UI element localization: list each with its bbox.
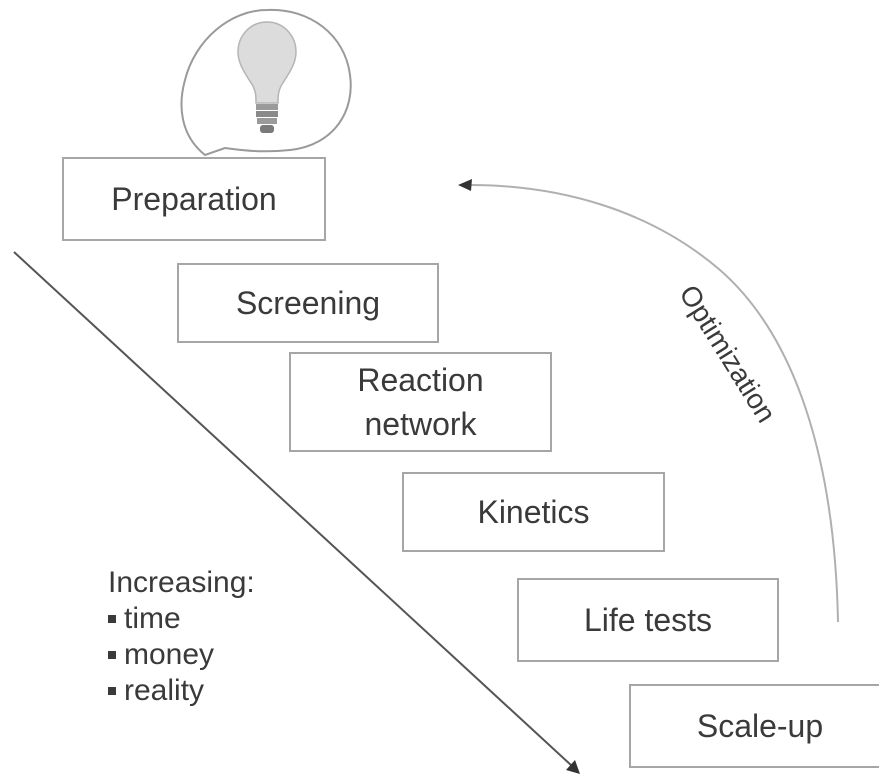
optimization-arc [469,184,839,623]
step-reaction-network: Reaction network [289,352,552,452]
lightbulb-icon [237,21,297,133]
step-label: Scale-up [696,708,824,744]
bullet-icon [108,651,116,659]
increasing-title: Increasing: [108,566,255,599]
step-kinetics: Kinetics [402,472,665,552]
step-scale-up: Scale-up [629,684,879,768]
increasing-legend: Increasing: time money reality [108,565,255,709]
step-screening: Screening [177,263,439,343]
list-item-label: time [124,602,181,635]
step-label: Preparation [111,181,277,217]
optimization-arrow-head [458,179,472,191]
list-item: money [108,637,255,673]
step-label: Kinetics [477,494,590,530]
list-item-label: reality [124,674,205,707]
increasing-list: time money reality [108,601,255,709]
list-item-label: money [124,638,215,671]
step-label-line-2: network [364,406,477,442]
step-preparation: Preparation [62,157,326,241]
increasing-arrow-head [566,760,580,774]
step-label: Screening [235,285,381,321]
step-label: Life tests [583,602,713,638]
increasing-arrow-line [13,251,573,767]
step-label-line-1: Reaction [357,362,484,398]
step-life-tests: Life tests [517,578,779,662]
bullet-icon [108,687,116,695]
list-item: time [108,601,255,637]
list-item: reality [108,673,255,709]
bullet-icon [108,615,116,623]
